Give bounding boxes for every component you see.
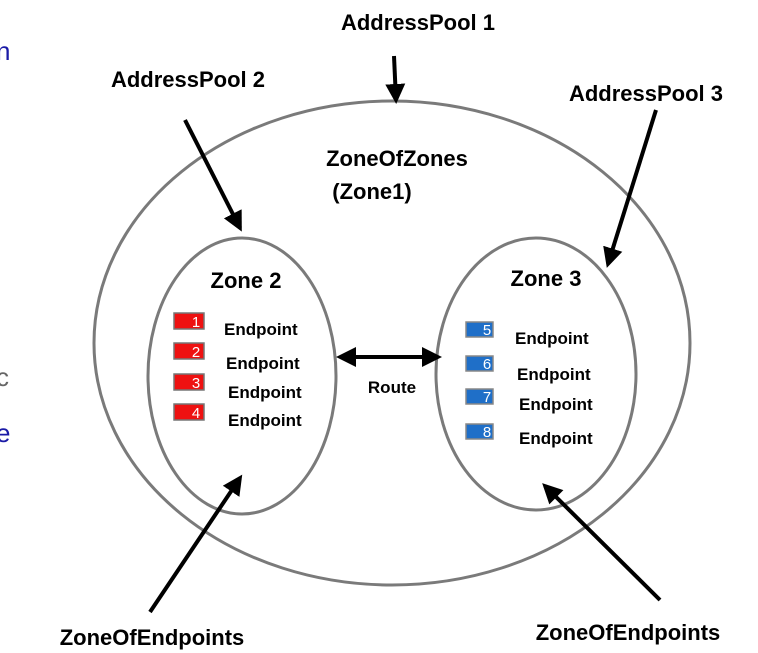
- address-pool-1-label: AddressPool 1: [341, 10, 495, 35]
- zone3-endpoint-8: 8 Endpoint: [465, 423, 593, 448]
- endpoint-number: 7: [483, 389, 491, 406]
- endpoint-label: Endpoint: [515, 329, 589, 348]
- endpoint-icon: [173, 342, 205, 360]
- zone-of-zones-label: ZoneOfZones: [326, 146, 468, 171]
- address-pool-2-label: AddressPool 2: [111, 67, 265, 92]
- endpoint-number: 3: [192, 375, 200, 392]
- endpoint-icon: [465, 388, 494, 405]
- pool1-arrow: [385, 55, 406, 104]
- zone3-endpoint-6: 6 Endpoint: [465, 355, 591, 384]
- endpoint-number: 2: [192, 344, 200, 361]
- zone-of-endpoints-left-label: ZoneOfEndpoints: [60, 625, 245, 650]
- endpoints-left-arrow: [148, 474, 243, 614]
- endpoint-number: 1: [192, 314, 200, 331]
- endpoint-label: Endpoint: [519, 395, 593, 414]
- zone3-endpoint-5: 5 Endpoint: [465, 321, 589, 348]
- endpoint-number: 8: [483, 424, 491, 441]
- endpoint-label: Endpoint: [519, 429, 593, 448]
- endpoint-label: Endpoint: [517, 365, 591, 384]
- endpoint-label: Endpoint: [228, 411, 302, 430]
- address-pool-3-label: AddressPool 3: [569, 81, 723, 106]
- endpoint-icon: [173, 373, 205, 391]
- zone3-ellipse: [434, 236, 638, 512]
- zone1-label: (Zone1): [332, 179, 411, 204]
- endpoint-number: 6: [483, 356, 491, 373]
- endpoint-number: 5: [483, 322, 491, 339]
- side-text-fragment-1: n: [0, 36, 10, 66]
- endpoint-label: Endpoint: [228, 383, 302, 402]
- side-text-fragment-2: c: [0, 362, 9, 392]
- zone2-ellipse: [146, 236, 338, 516]
- endpoint-label: Endpoint: [226, 354, 300, 373]
- zone2-endpoint-3: 3 Endpoint: [173, 373, 302, 402]
- endpoint-label: Endpoint: [224, 320, 298, 339]
- route-label: Route: [368, 378, 416, 397]
- endpoint-icon: [465, 321, 494, 338]
- zone-of-endpoints-right-label: ZoneOfEndpoints: [536, 620, 721, 645]
- pool2-arrow: [183, 119, 242, 232]
- side-text-fragment-3: e: [0, 418, 10, 448]
- endpoint-icon: [173, 312, 205, 330]
- pool3-arrow: [603, 109, 658, 268]
- endpoint-number: 4: [192, 405, 200, 422]
- endpoint-icon: [465, 423, 494, 440]
- zone3-endpoint-7: 7 Endpoint: [465, 388, 593, 414]
- endpoint-icon: [173, 403, 205, 421]
- endpoints-right-arrow: [542, 483, 662, 602]
- zone3-title: Zone 3: [511, 266, 582, 291]
- zone2-endpoint-1: 1 Endpoint: [173, 312, 298, 339]
- zone2-title: Zone 2: [211, 268, 282, 293]
- zone2-endpoint-2: 2 Endpoint: [173, 342, 300, 373]
- zone2-endpoint-4: 4 Endpoint: [173, 403, 302, 430]
- endpoint-icon: [465, 355, 494, 372]
